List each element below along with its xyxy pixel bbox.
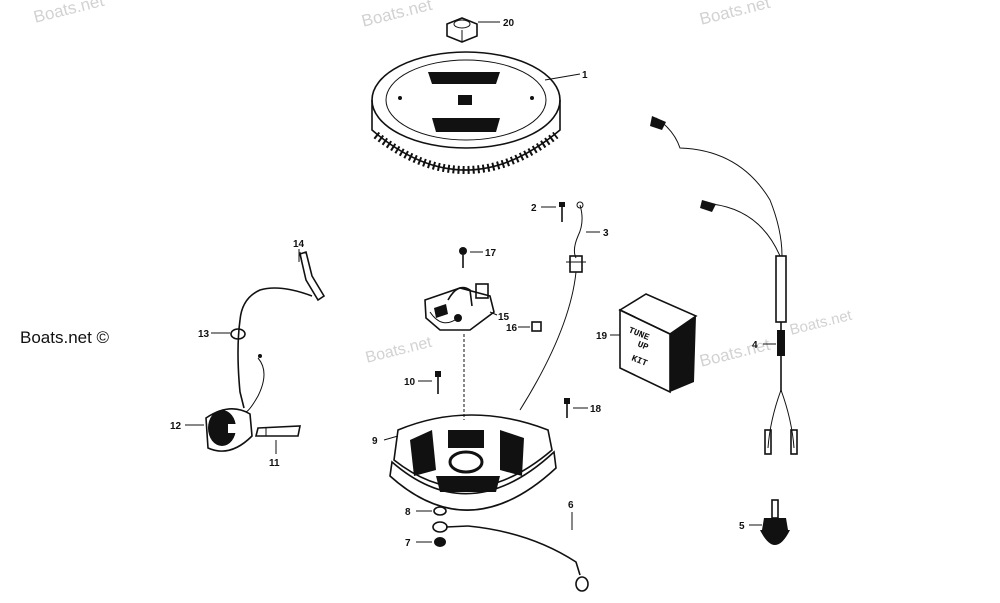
callout-13: 13 xyxy=(198,329,210,340)
callout-11: 11 xyxy=(269,458,280,469)
callout-7: 7 xyxy=(405,538,411,549)
callout-9: 9 xyxy=(372,436,378,447)
kit-line-3: KIT xyxy=(630,354,649,370)
brand-label: Boats.net © xyxy=(20,328,110,347)
part-stator-plate-9 xyxy=(389,414,557,511)
leader-1 xyxy=(544,73,581,81)
leader-9 xyxy=(383,435,399,441)
part-lead-13 xyxy=(230,287,313,413)
part-screw-17 xyxy=(459,247,467,268)
part-screw-2 xyxy=(559,202,565,222)
part-breaker-points-15 xyxy=(424,283,495,331)
part-nut-20 xyxy=(446,17,478,43)
part-clip-11 xyxy=(254,425,301,437)
callout-14: 14 xyxy=(293,239,305,250)
part-nut-7 xyxy=(434,537,446,547)
part-screw-10 xyxy=(435,371,441,394)
part-washer-8 xyxy=(433,506,447,516)
callout-16: 16 xyxy=(506,323,518,334)
callout-6: 6 xyxy=(568,500,574,511)
part-lead-3 xyxy=(566,201,586,273)
callout-5: 5 xyxy=(739,521,745,532)
callout-3: 3 xyxy=(603,228,609,239)
callout-15: 15 xyxy=(498,312,510,323)
callout-4: 4 xyxy=(752,340,758,351)
callout-12: 12 xyxy=(170,421,182,432)
part-plug-boot-14 xyxy=(299,250,326,302)
callout-10: 10 xyxy=(404,377,416,388)
part-screw-18 xyxy=(564,398,570,418)
part-ground-strap-6 xyxy=(432,521,589,592)
part-coil-12 xyxy=(205,408,253,452)
part-tune-up-kit-19: TUNE UP KIT xyxy=(618,293,698,394)
part-harness-4 xyxy=(650,116,798,455)
callout-2: 2 xyxy=(531,203,537,214)
part-flywheel-1 xyxy=(371,51,561,174)
part-16 xyxy=(531,321,542,332)
wire xyxy=(519,271,577,411)
part-switch-5 xyxy=(760,499,790,545)
callout-1: 1 xyxy=(582,70,588,81)
callout-17: 17 xyxy=(485,248,497,259)
leader-15 xyxy=(489,311,498,316)
callout-18: 18 xyxy=(590,404,602,415)
callout-19: 19 xyxy=(596,331,608,342)
kit-line-2: UP xyxy=(636,340,650,354)
callout-8: 8 xyxy=(405,507,411,518)
callout-20: 20 xyxy=(503,18,515,29)
